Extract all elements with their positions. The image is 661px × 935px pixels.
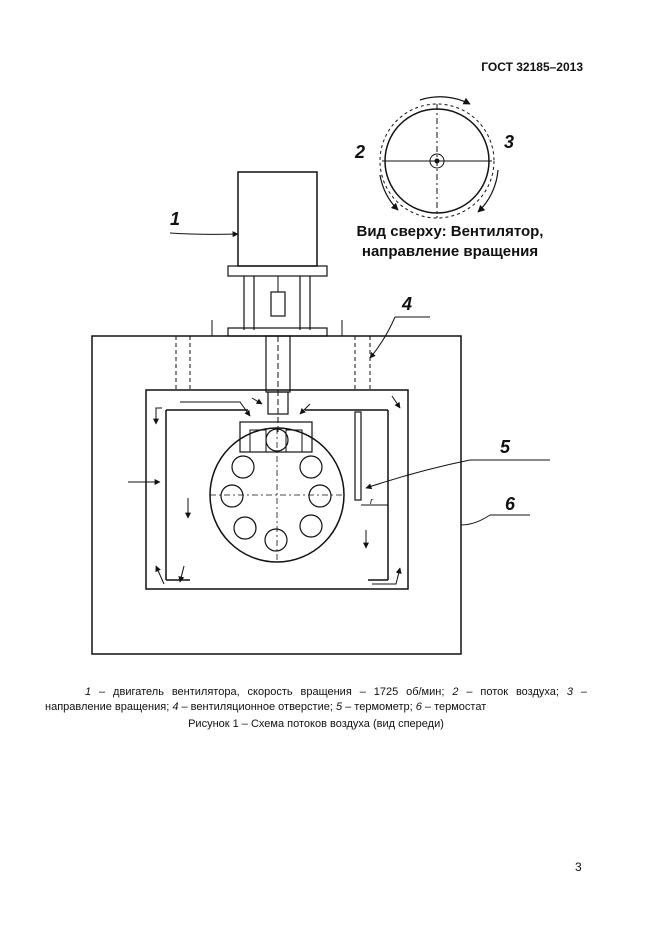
legend-num-6: 6 <box>415 701 422 713</box>
legend-num-5: 5 <box>335 701 343 713</box>
legend-text-4: – вентиляционное отверстие; <box>178 701 336 713</box>
label-1: 1 <box>170 209 180 229</box>
ventilation-openings <box>175 336 371 390</box>
legend-text-5: – термометр; <box>342 701 416 713</box>
fan-shaft <box>265 335 291 432</box>
label-5: 5 <box>500 437 511 457</box>
legend-num-1: 1 <box>85 686 92 698</box>
legend-text-3: – направление вращения; <box>45 686 587 713</box>
label-3: 3 <box>504 132 514 152</box>
legend-text-2: – поток воздуха; <box>458 686 567 698</box>
inner-chamber <box>145 389 409 590</box>
baffles <box>165 409 389 581</box>
label-4: 4 <box>401 294 412 314</box>
legend-text-6: – термостат <box>421 701 487 713</box>
label-6: 6 <box>505 494 516 514</box>
figure-legend: 1 – двигатель вентилятора, скорость вращ… <box>45 685 587 715</box>
top-view-caption: Вид сверху: Вентилятор, направление вращ… <box>330 222 570 262</box>
dimension-label: r <box>370 496 374 506</box>
legend-num-2: 2 <box>452 686 459 698</box>
legend-text-1: – двигатель вентилятора, скорость вращен… <box>91 686 453 698</box>
air-flow-arrows <box>128 395 402 585</box>
thermometer: r <box>354 411 388 506</box>
legend-num-3: 3 <box>566 686 573 698</box>
standard-number: ГОСТ 32185–2013 <box>481 60 583 74</box>
top-view-caption-line2: направление вращения <box>361 243 539 260</box>
legend-num-4: 4 <box>172 701 179 713</box>
page-number: 3 <box>575 860 582 874</box>
leader-lines <box>169 231 550 526</box>
figure-title: Рисунок 1 – Схема потоков воздуха (вид с… <box>188 718 444 730</box>
top-view-caption-line1: Вид сверху: Вентилятор, <box>356 223 544 240</box>
top-view-fan <box>379 96 499 219</box>
label-2: 2 <box>354 142 365 162</box>
fan-motor <box>211 171 343 337</box>
fan-impeller <box>209 421 345 563</box>
